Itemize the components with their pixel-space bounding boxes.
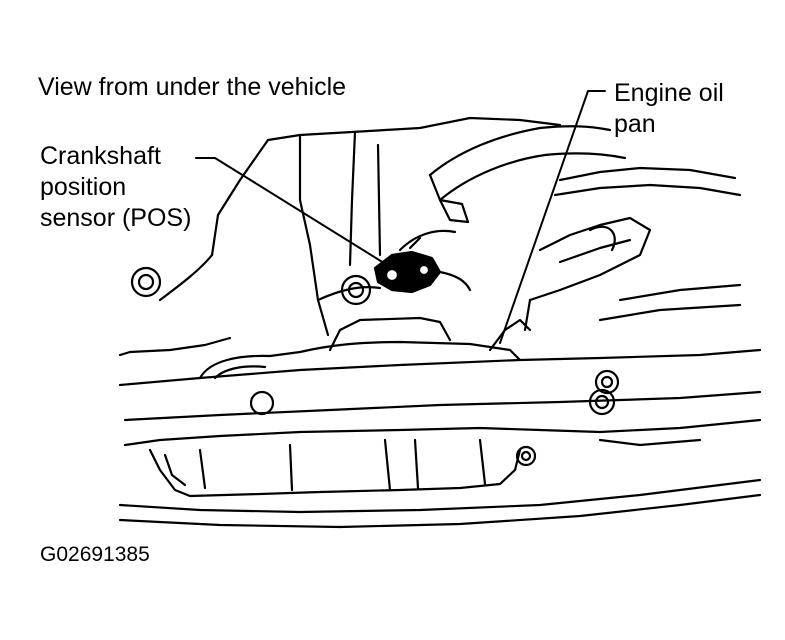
sensor-leader-line [195,157,393,269]
sensor-callout-line2: position [40,173,127,201]
oil-pan-callout-line2: pan [614,110,656,138]
oil-pan-callout: Engine oil pan [614,78,724,140]
oil-pan-leader-line [499,90,606,344]
figure-code: G02691385 [40,543,150,566]
sensor-callout-line1: Crankshaft [40,142,161,170]
crankshaft-sensor-callout: Crankshaft position sensor (POS) [40,141,191,234]
oil-pan-callout-line1: Engine oil [614,79,724,107]
leader-lines [195,90,606,344]
sensor-callout-line3: sensor (POS) [40,204,192,232]
hoses [428,125,742,224]
crankshaft-position-sensor [373,229,472,294]
bracket-right [523,216,742,332]
engine-oil-pan [118,418,762,529]
subframe-member [118,316,762,422]
bolts [130,266,620,467]
view-title: View from under the vehicle [38,73,347,101]
